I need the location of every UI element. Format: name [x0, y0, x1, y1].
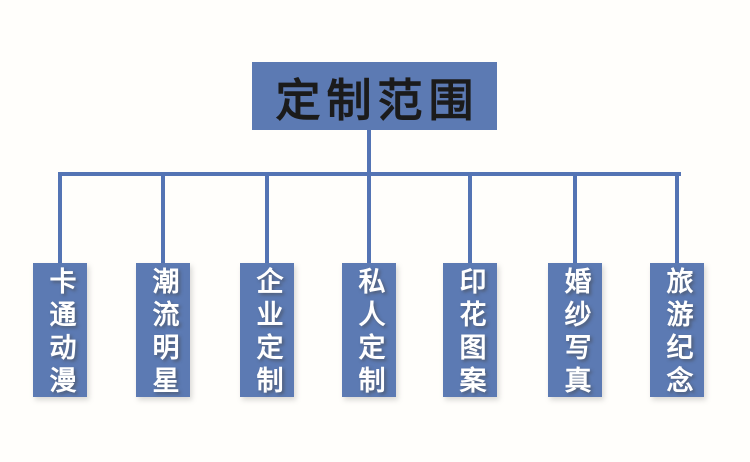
connector-drop-1 — [58, 176, 62, 263]
child-node-cartoon-anime: 卡通动漫 — [33, 263, 87, 399]
child-node-label: 婚纱写真 — [559, 267, 591, 399]
child-node-wedding-photo: 婚纱写真 — [548, 263, 602, 399]
connector-drop-3 — [265, 176, 269, 263]
connector-drop-2 — [161, 176, 165, 263]
child-node-travel-souvenir: 旅游纪念 — [650, 263, 704, 399]
root-node: 定制范围 — [252, 62, 497, 130]
child-node-label: 旅游纪念 — [661, 267, 693, 399]
child-node-enterprise-custom: 企业定制 — [240, 263, 294, 399]
child-node-label: 印花图案 — [454, 267, 486, 399]
child-node-private-custom: 私人定制 — [342, 263, 396, 399]
child-node-label: 卡通动漫 — [44, 267, 76, 399]
connector-drop-6 — [573, 176, 577, 263]
child-node-label: 私人定制 — [353, 267, 385, 399]
child-node-label: 潮流明星 — [147, 267, 179, 399]
child-node-trend-stars: 潮流明星 — [136, 263, 190, 399]
child-node-label: 企业定制 — [251, 267, 283, 399]
connector-drop-5 — [468, 176, 472, 263]
connector-drop-4 — [367, 172, 371, 263]
connector-root-stub — [367, 130, 371, 176]
child-node-print-pattern: 印花图案 — [443, 263, 497, 399]
connector-drop-7 — [675, 176, 679, 263]
root-node-label: 定制范围 — [275, 73, 480, 127]
